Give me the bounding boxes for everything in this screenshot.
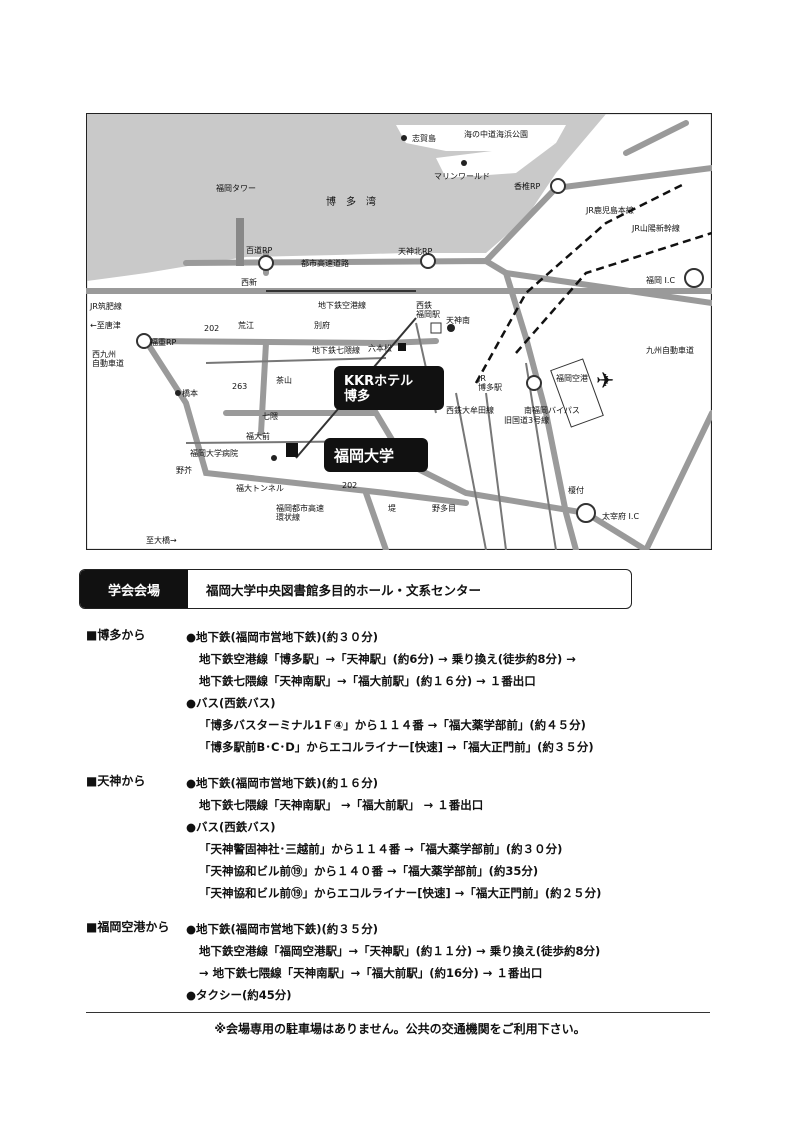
map-label-tenjin-minami: 天神南 [446, 315, 470, 325]
map-label-tsutsumi: 堤 [388, 503, 396, 513]
section-origin: ■天神から [86, 774, 146, 788]
map-label-noke: 野芥 [176, 466, 192, 475]
route-line: ●地下鉄(福岡市営地下鉄)(約１６分) [186, 776, 379, 790]
map-label-nanakuma: 七隈 [262, 412, 278, 421]
uminonakamichi-land [436, 143, 556, 178]
map-label-old-route-3: 旧国道3号線 [504, 415, 549, 425]
route-line: 地下鉄空港線「博多駅」→「天神駅」(約6分) → 乗り換え(徒歩約8分) → [199, 652, 576, 666]
station-dots [175, 135, 467, 461]
map-label-fukuoka-ic: 福岡 I.C [646, 276, 675, 285]
route-line: 地下鉄七隈線「天神南駅」→「福大前駅」(約１６分) → １番出口 [199, 674, 536, 688]
map-label-urban-expressway: 都市高速道路 [301, 258, 349, 268]
map-label-subway-nanakuma-line: 地下鉄七隈線 [312, 345, 360, 355]
venue-label: 学会会場 [80, 570, 188, 608]
kkr-callout [334, 366, 444, 410]
section-fukuoka-airport: ■福岡空港から ●地下鉄(福岡市営地下鉄)(約３５分) 地下鉄空港線「福岡空港駅… [86, 918, 726, 1006]
airplane-icon: ✈ [596, 369, 614, 394]
shikanoshima-land [396, 125, 566, 151]
rp-markers [136, 178, 704, 523]
section-origin: ■博多から [86, 628, 146, 642]
map-label-chayama: 茶山 [276, 375, 292, 385]
section-tenjin: ■天神から ●地下鉄(福岡市営地下鉄)(約１６分) 地下鉄七隈線「天神南駅」 →… [86, 772, 726, 904]
route-line: 「天神警固神社･三越前」から１１４番 →「福大薬学部前」(約３０分) [199, 842, 563, 856]
map-label-fukudaimae: 福大前 [246, 431, 270, 441]
map-label-fukudai-tunnel: 福大トンネル [236, 483, 284, 493]
ropponmatsu-marker [398, 343, 406, 351]
rail-lines [474, 181, 712, 384]
map-label-fukushige-rp: 福重RP [150, 337, 177, 347]
map-label-kyushu-expressway: 九州自動車道 [646, 345, 694, 355]
map-label-nishitetsu-omuta-line: 西鉄大牟田線 [446, 405, 494, 415]
map-label-subway-airport-line: 地下鉄空港線 [318, 300, 366, 310]
map-label-minami-fukuoka-bypass: 南福岡バイパス [524, 405, 580, 415]
access-map: ✈ 志賀島 海の中道海浜公園 マリンワールド 香椎RP 福岡タワー 博 多 湾 … [86, 113, 712, 550]
fukudai-marker [286, 443, 298, 457]
route-line: ●地下鉄(福岡市営地下鉄)(約３５分) [186, 922, 379, 936]
route-line: 「博多駅前B･C･D」からエコルライナー[快速] →「福大正門前」(約３５分) [199, 740, 594, 754]
road-network [86, 120, 712, 550]
map-label-meinohama: ←至唐津 [90, 320, 121, 330]
route-line: 「博多バスターミナル1Ｆ④」から１１４番 →「福大薬学部前」(約４５分) [199, 718, 586, 732]
map-label-route-202: 202 [204, 324, 219, 333]
fukuoka-tower-marker [236, 218, 244, 266]
section-origin: ■福岡空港から [86, 920, 170, 934]
map-label-chikuhi-line: JR筑肥線 [89, 301, 122, 311]
map-label-fukuoka-urban-expressway-ring: 福岡都市高速環状線 [276, 503, 324, 522]
map-label-hashimoto: 橋本 [182, 388, 198, 398]
airport-box [550, 358, 604, 428]
map-label-nishijin: 西新 [241, 277, 257, 287]
section-hakata: ■博多から ●地下鉄(福岡市営地下鉄)(約３０分) 地下鉄空港線「博多駅」→「天… [86, 626, 726, 758]
map-label-ohashi: 至大橋→ [146, 535, 177, 545]
map-label-route-202b: 202 [342, 481, 357, 490]
map-label-haruda: 榎付 [568, 485, 584, 495]
map-label-fukuoka-univ-hospital: 福岡大学病院 [190, 448, 238, 458]
route-line: → 地下鉄七隈線「天神南駅」→「福大前駅」(約16分) → １番出口 [199, 966, 543, 980]
map-label-kashii-rp: 香椎RP [514, 181, 541, 191]
map-label-momochi-rp: 百道RP [246, 245, 273, 255]
map-label-fukuoka-tower: 福岡タワー [216, 184, 256, 193]
map-label-fukuoka-university: 福岡大学 [333, 447, 394, 465]
map-label-dazaifu-ic: 太宰府 I.C [602, 511, 639, 521]
route-line: 地下鉄空港線「福岡空港駅」→「天神駅」(約１１分) → 乗り換え(徒歩約8分) [199, 944, 601, 958]
map-label-marine-world: マリンワールド [434, 172, 490, 181]
divider [86, 1012, 710, 1013]
route-line: ●タクシー(約45分) [186, 988, 292, 1002]
map-label-kkr-hotel: KKRホテル博多 [344, 374, 413, 404]
fukudai-callout [324, 438, 428, 472]
route-line: ●地下鉄(福岡市営地下鉄)(約３０分) [186, 630, 379, 644]
map-label-route-263: 263 [232, 382, 247, 391]
route-line: 「天神協和ビル前⑲」から１４０番 →「福大薬学部前」(約35分) [199, 864, 539, 878]
map-label-befu: 別府 [314, 320, 330, 330]
nishitetsu-station-marker [430, 322, 442, 334]
route-line: 「天神協和ビル前⑲」からエコルライナー[快速] →「福大正門前」(約２５分) [199, 886, 602, 900]
route-line: 地下鉄七隈線「天神南駅」 →「福大前駅」 → １番出口 [199, 798, 484, 812]
map-label-shikanoshima: 志賀島 [412, 133, 436, 143]
route-line: ●バス(西鉄バス) [186, 820, 276, 834]
map-label-ropponmatsu: 六本松 [368, 343, 392, 353]
access-sections: ■博多から ●地下鉄(福岡市営地下鉄)(約３０分) 地下鉄空港線「博多駅」→「天… [86, 626, 726, 1020]
map-label-fukuoka-airport: 福岡空港 [556, 373, 588, 383]
map-label-uminonakamichi: 海の中道海浜公園 [464, 129, 528, 139]
map-label-nishitetsu-fukuoka: 西鉄福岡駅 [416, 300, 440, 319]
route-line: ●バス(西鉄バス) [186, 696, 276, 710]
map-label-tenjin-kita-rp: 天神北RP [398, 246, 433, 256]
map-label-nishikyushu-expressway: 西九州自動車道 [92, 350, 124, 368]
map-label-hakata-bay: 博 多 湾 [326, 195, 376, 208]
venue-bar: 学会会場 福岡大学中央図書館多目的ホール・文系センター [79, 569, 632, 609]
map-label-jr-kagoshima-line: JR鹿児島本線 [585, 205, 634, 215]
map-label-jr-sanyo-shinkansen: JR山陽新幹線 [631, 223, 680, 233]
map-label-arae: 荒江 [238, 320, 254, 330]
parking-note: ※会場専用の駐車場はありません。公共の交通機関をご利用下さい。 [214, 1022, 586, 1036]
map-label-notame: 野多目 [432, 503, 456, 513]
venue-name: 福岡大学中央図書館多目的ホール・文系センター [206, 582, 482, 598]
